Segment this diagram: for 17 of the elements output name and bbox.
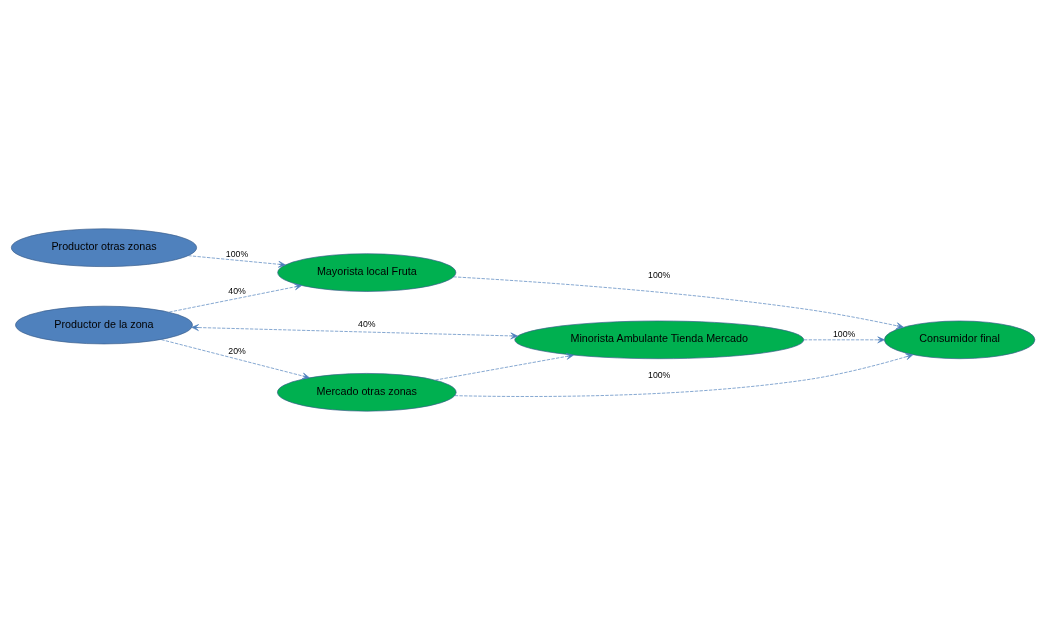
arrow (168, 283, 302, 312)
edge-label: 100% (832, 328, 856, 339)
arrow (803, 335, 885, 343)
arrow (454, 352, 914, 397)
arrow (453, 276, 904, 329)
edge-label: 40% (358, 318, 376, 329)
arrow (435, 352, 574, 380)
node-ellipse: Productor otras zonas (11, 228, 197, 267)
edge-label: 100% (225, 248, 249, 259)
edge-label: 100% (648, 369, 671, 380)
edge-label: 100% (648, 269, 671, 280)
arrow (187, 254, 286, 268)
arrow (191, 323, 518, 339)
edge-label: 20% (228, 345, 246, 356)
arrow (161, 338, 310, 379)
node-ellipse: Productor de la zona (15, 305, 193, 344)
edge-label: 40% (228, 285, 246, 296)
